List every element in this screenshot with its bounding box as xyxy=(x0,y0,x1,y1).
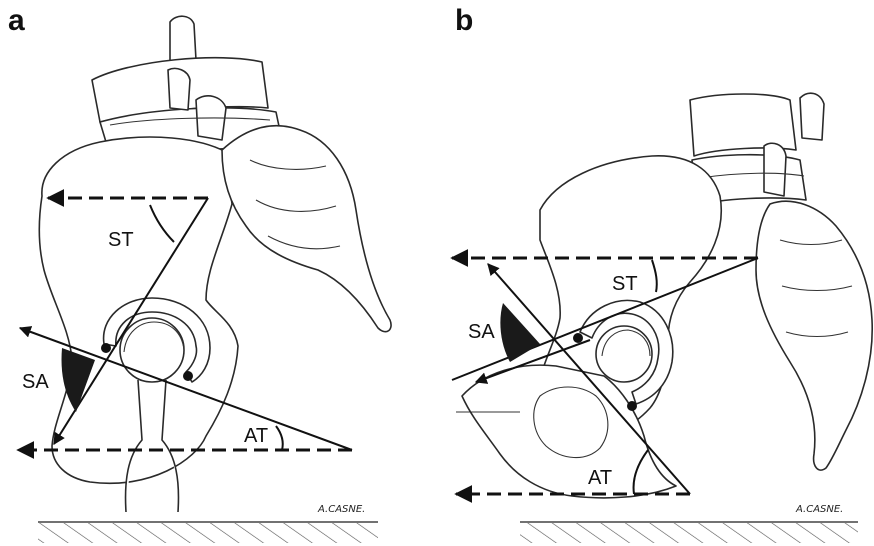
panel-a-at-arc xyxy=(276,426,283,450)
panel-a-sa-label: SA xyxy=(22,371,49,393)
panel-b-st-label: ST xyxy=(612,273,638,295)
panel-a: a xyxy=(8,4,391,543)
panel-b-floor xyxy=(520,522,858,543)
panel-a-floor xyxy=(38,522,378,543)
panel-b: b xyxy=(452,4,872,543)
panel-a-sacrum xyxy=(222,126,391,332)
panel-b-sa-label: SA xyxy=(468,321,495,343)
panel-a-st-label: ST xyxy=(108,229,134,251)
panel-a-letter: a xyxy=(8,4,25,37)
panel-b-sacrum xyxy=(756,201,872,470)
panel-b-at-label: AT xyxy=(588,467,612,489)
panel-a-signature: A.CASNE. xyxy=(317,504,365,515)
panel-b-signature: A.CASNE. xyxy=(795,504,843,515)
panel-b-sa-wedge xyxy=(500,303,540,362)
panel-b-letter: b xyxy=(455,4,473,37)
panel-a-at-label: AT xyxy=(244,425,268,447)
